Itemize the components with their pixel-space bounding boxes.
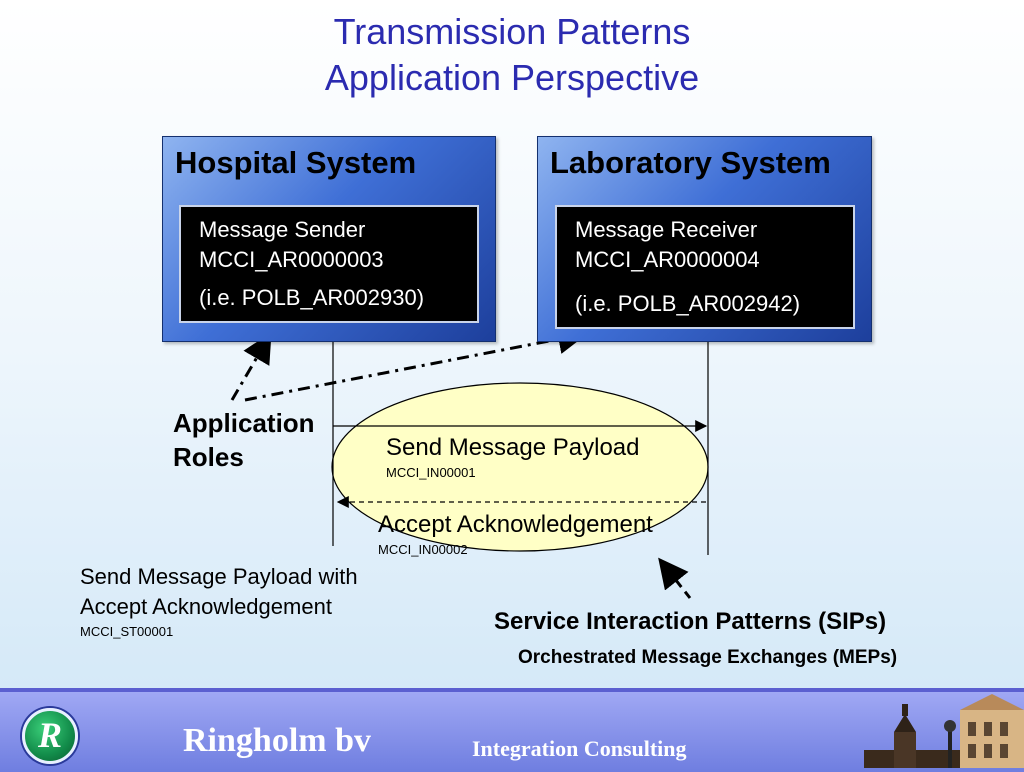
building-skyline-image xyxy=(864,694,1024,768)
title-line-1: Transmission Patterns xyxy=(333,11,691,52)
sender-role: Message Sender xyxy=(199,217,366,242)
receiver-example: (i.e. POLB_AR002942) xyxy=(575,291,801,316)
sips-pointer xyxy=(658,557,692,599)
roles-pointer-hospital xyxy=(230,332,272,401)
storyboard-line-2: Accept Acknowledgement xyxy=(80,594,332,619)
diagram-canvas xyxy=(230,324,709,599)
brand-name: Ringholm bv xyxy=(183,722,371,759)
receiver-role: Message Receiver xyxy=(575,217,758,242)
send-message-label: Send Message Payload xyxy=(386,434,640,461)
hospital-system-box: Hospital System Message Sender MCCI_AR00… xyxy=(162,136,496,342)
receiver-code: MCCI_AR0000004 xyxy=(575,247,760,272)
sender-code: MCCI_AR0000003 xyxy=(199,247,384,272)
sender-example: (i.e. POLB_AR002930) xyxy=(199,285,425,310)
laboratory-system-title: Laboratory System xyxy=(550,145,831,180)
footer-bar: R Ringholm bv Integration Consulting xyxy=(0,688,1024,772)
application-roles-line-1: Application xyxy=(173,408,315,438)
brand-tagline: Integration Consulting xyxy=(472,736,687,761)
storyboard-code: MCCI_ST00001 xyxy=(80,624,174,639)
storyboard-line-1: Send Message Payload with xyxy=(80,564,358,589)
laboratory-system-box: Laboratory System Message Receiver MCCI_… xyxy=(537,136,872,342)
accept-ack-label: Accept Acknowledgement xyxy=(378,511,653,538)
sips-title: Service Interaction Patterns (SIPs) xyxy=(494,608,887,635)
logo-letter: R xyxy=(37,715,62,755)
message-sender-box: Message Sender MCCI_AR0000003 (i.e. POLB… xyxy=(179,205,479,323)
accept-ack-code: MCCI_IN00002 xyxy=(378,542,468,557)
ringholm-logo: R xyxy=(22,708,78,764)
send-message-code: MCCI_IN00001 xyxy=(386,465,476,480)
message-receiver-box: Message Receiver MCCI_AR0000004 (i.e. PO… xyxy=(555,205,855,329)
hospital-system-title: Hospital System xyxy=(175,145,417,180)
application-roles-line-2: Roles xyxy=(173,442,244,472)
title-line-2: Application Perspective xyxy=(324,57,700,98)
roles-pointer-laboratory xyxy=(244,324,588,402)
sips-subtitle: Orchestrated Message Exchanges (MEPs) xyxy=(518,647,898,668)
